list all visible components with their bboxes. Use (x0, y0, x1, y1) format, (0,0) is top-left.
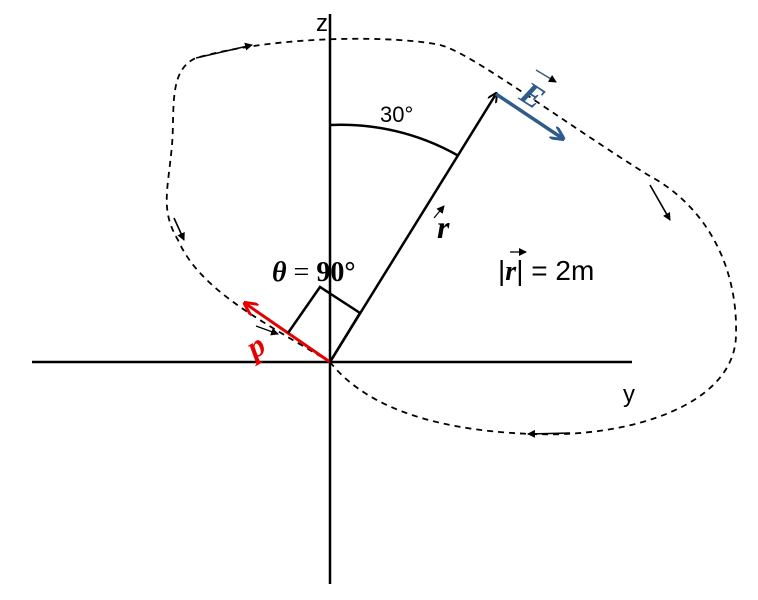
r-magnitude-bar-left: | (498, 255, 505, 286)
r-vector-overarrow (433, 205, 445, 219)
r-magnitude-value: 2m (555, 255, 594, 286)
E-vector (495, 92, 562, 138)
theta-symbol: θ (272, 257, 287, 288)
angle-arc (329, 123, 458, 157)
path-arrow-bottom (527, 429, 571, 438)
angle-label: 30° (380, 102, 413, 127)
p-vector-overarrow (255, 325, 279, 336)
path-arrow-right (649, 184, 671, 221)
svg-text:|r| = 2m: |r| = 2m (498, 255, 594, 287)
r-magnitude-bar-right: | (516, 255, 523, 286)
theta-value: 90° (316, 257, 355, 288)
r-vector-label: r (433, 205, 450, 245)
r-magnitude-label: |r| = 2m (498, 248, 594, 287)
p-vector-label: p (237, 325, 279, 367)
r-magnitude-symbol: r (505, 256, 517, 287)
r-magnitude-equals: = (523, 255, 555, 286)
path-arrow-left (173, 217, 185, 241)
theta-equals: = (287, 257, 317, 288)
svg-text:p: p (237, 326, 271, 367)
E-vector-overarrow (535, 69, 557, 83)
z-axis-label: z (316, 10, 328, 37)
path-arrow-top (195, 42, 253, 59)
right-angle-marker (286, 285, 362, 363)
y-axis-label: y (623, 381, 635, 408)
theta-label: θ = 90° (272, 257, 356, 288)
svg-text:r: r (437, 209, 450, 245)
field-line-path (165, 37, 737, 436)
